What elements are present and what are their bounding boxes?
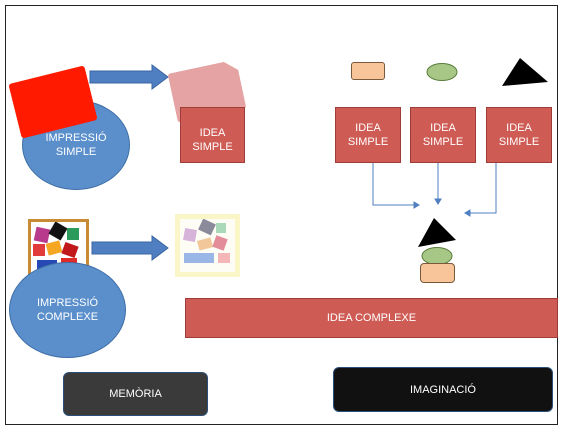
composite-oval [421,247,453,265]
simple-idea-box-1: IDEA SIMPLE [335,107,401,163]
shape-rect-top [351,62,385,80]
simple-idea-line1: IDEA [199,127,226,139]
arrow-simple-impression [89,64,169,90]
connector-idea3 [464,163,497,217]
simple-idea-box: IDEA SIMPLE [180,107,245,163]
arrow-complex-impression [91,235,169,261]
imagination-label: IMAGINACIÓ [409,383,476,396]
simple-impression-line1: IMPRESSIÓ [45,132,107,144]
memory-box: MEMÒRIA [63,372,208,416]
complex-impression-ellipse: IMPRESSIÓ COMPLEXE [9,262,126,358]
shape-oval-top [426,63,458,81]
simple-impression-line2: SIMPLE [55,146,97,158]
shape-triangle-top [502,58,548,86]
simple-idea-1-line1: IDEA [355,122,381,134]
connector-idea2 [434,163,442,205]
simple-idea-line2: SIMPLE [192,141,233,153]
simple-idea-2-line1: IDEA [430,122,456,134]
complex-impression-line1: IMPRESSIÓ [36,297,99,309]
simple-idea-box-3: IDEA SIMPLE [486,107,552,163]
faded-complex-picture [175,214,240,277]
simple-idea-3-line1: IDEA [506,122,532,134]
composite-rect [420,263,455,283]
memory-label: MEMÒRIA [109,388,162,400]
composite-triangle [418,218,456,247]
imagination-box: IMAGINACIÓ [333,367,553,412]
simple-idea-box-2: IDEA SIMPLE [410,107,476,163]
simple-idea-1-line2: SIMPLE [347,136,389,148]
connector-idea1 [372,163,420,209]
simple-idea-3-line2: SIMPLE [498,136,540,148]
complex-idea-label: IDEA COMPLEXE [326,312,417,324]
complex-impression-line2: COMPLEXE [36,311,99,323]
simple-idea-2-line2: SIMPLE [422,136,464,148]
complex-idea-bar: IDEA COMPLEXE [185,298,558,338]
